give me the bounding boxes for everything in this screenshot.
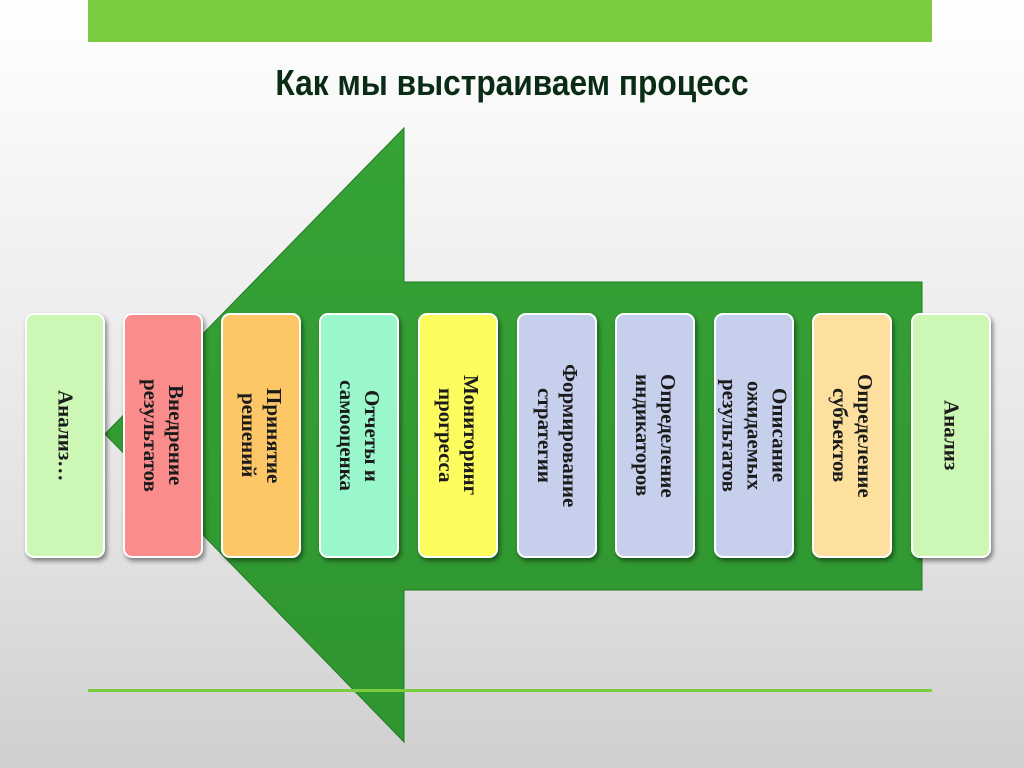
step-label: Внедрение результатов xyxy=(139,379,188,492)
step-label: Формирование стратегии xyxy=(533,363,582,508)
slide-title: Как мы выстраиваем процесс xyxy=(275,62,749,103)
step-label: Отчеты и самооценка xyxy=(335,380,384,491)
step-subjects: Определение субъектов xyxy=(812,313,892,558)
step-analysis-start: Анализ xyxy=(911,313,991,558)
step-label: Принятие решений xyxy=(237,387,286,484)
step-monitoring: Мониторинг прогресса xyxy=(418,313,498,558)
step-reports: Отчеты и самооценка xyxy=(319,313,399,558)
step-label: Описание ожидаемых результатов xyxy=(717,379,792,492)
step-decisions: Принятие решений xyxy=(221,313,301,558)
step-label: Определение субъектов xyxy=(828,373,877,498)
arrow-shape xyxy=(104,126,923,744)
step-implementation: Внедрение результатов xyxy=(123,313,203,558)
step-label: Мониторинг прогресса xyxy=(434,375,483,496)
step-strategy: Формирование стратегии xyxy=(517,313,597,558)
step-label: Анализ… xyxy=(53,389,78,482)
step-label: Определение индикаторов xyxy=(631,373,680,498)
step-label: Анализ xyxy=(939,400,964,471)
step-expected-results: Описание ожидаемых результатов xyxy=(714,313,794,558)
step-analysis-final: Анализ… xyxy=(25,313,105,558)
step-indicators: Определение индикаторов xyxy=(615,313,695,558)
bottom-accent-line xyxy=(88,689,932,692)
top-accent-bar xyxy=(88,0,932,42)
